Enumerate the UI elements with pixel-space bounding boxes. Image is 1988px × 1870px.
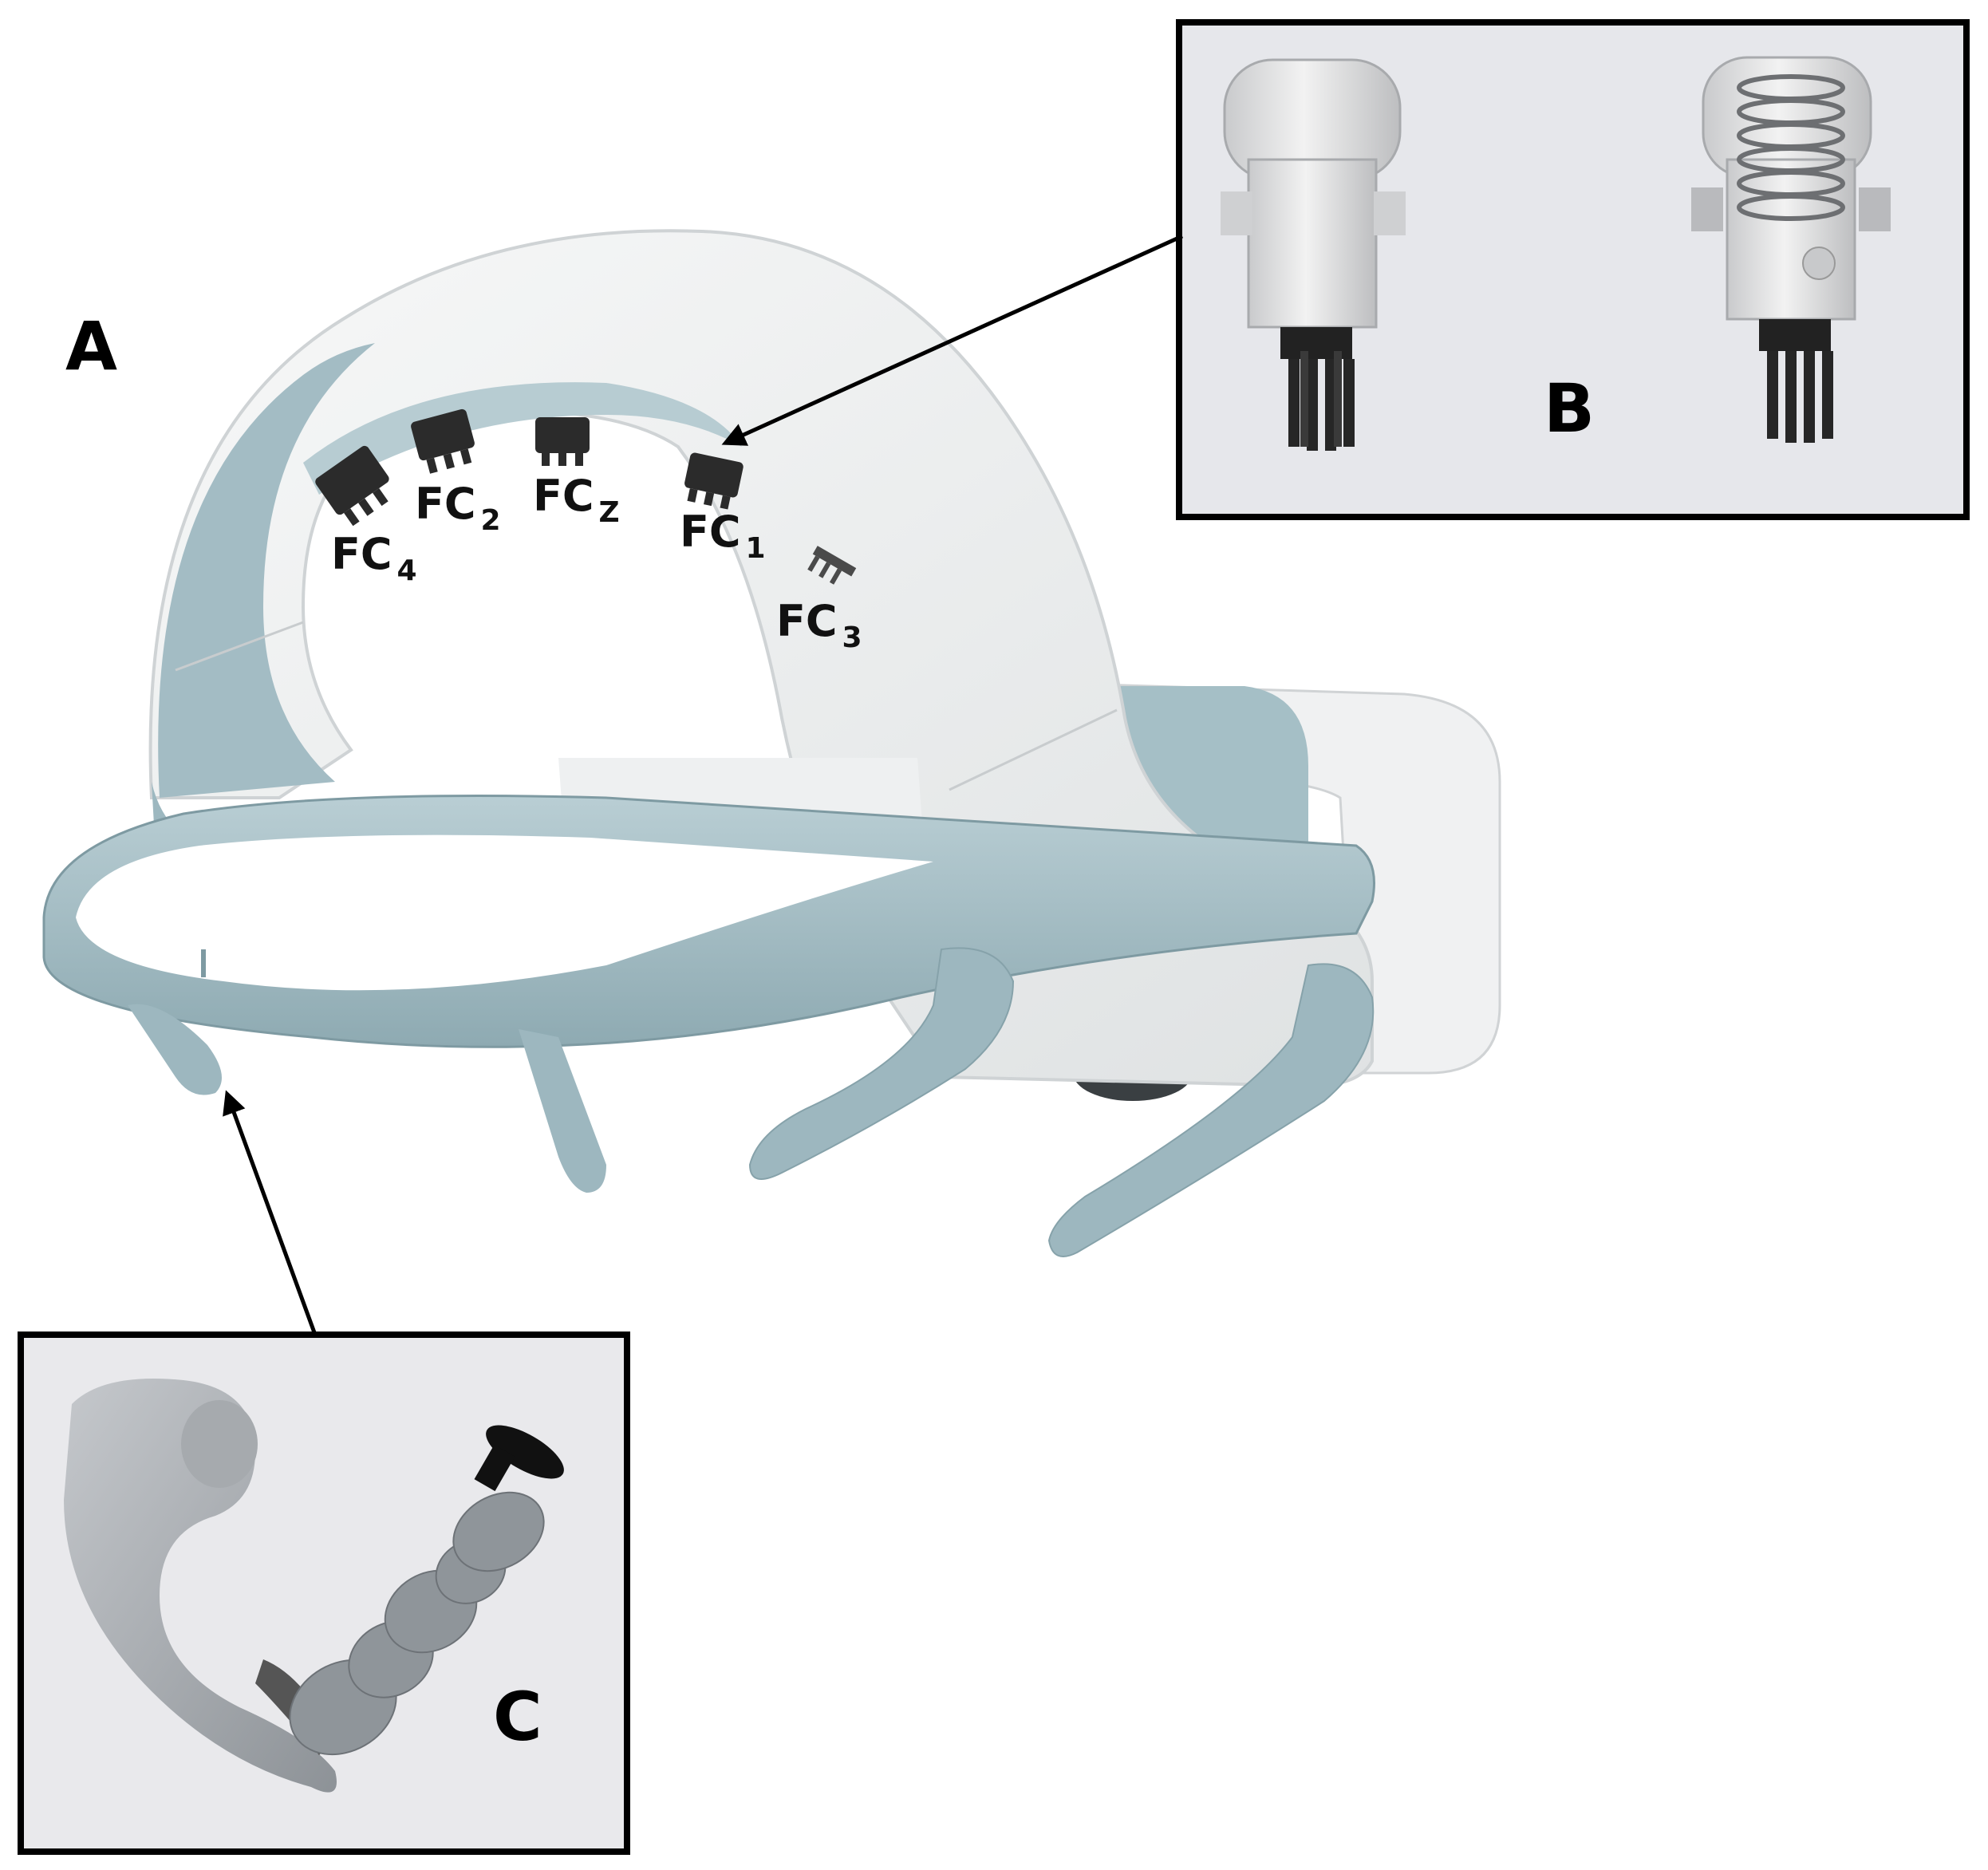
electrode-fc2: [411, 408, 475, 474]
front-prong-left: [519, 1029, 606, 1193]
arch-inner-rim: [158, 343, 375, 798]
panel-b: [1176, 19, 1970, 520]
electrode-fc1: [684, 452, 744, 510]
panel-label-a: A: [65, 307, 118, 385]
arch-inner-edge: [303, 382, 742, 495]
head-band-cutout: [76, 834, 933, 991]
electrode-fcz: [535, 417, 590, 466]
panel-label-b: B: [1544, 369, 1596, 448]
front-left-tab: [128, 1004, 222, 1095]
electrode-holder-cutaway: [1691, 56, 1891, 443]
front-prong-center: [748, 947, 1015, 1180]
arrow-to-panel-c: [223, 1090, 318, 1335]
electrode-holder-exterior: [1221, 58, 1406, 451]
panel-c: [18, 1331, 630, 1855]
clip-bellows: [289, 1491, 545, 1756]
spring-coil: [1737, 74, 1845, 221]
clip-arm: [64, 1379, 337, 1793]
front-prong-right: [1047, 963, 1375, 1257]
clip-screw: [474, 1425, 564, 1492]
electrode-fc4: [315, 445, 389, 527]
headset-illustration: UH: [42, 229, 1501, 1257]
panel-label-c: C: [493, 1678, 542, 1756]
shell-seam-left: [175, 621, 304, 672]
shell-seam: [949, 708, 1118, 791]
electrode-fc3: [807, 546, 857, 585]
clip-arm-knob: [181, 1400, 258, 1488]
arrow-to-panel-b: [721, 234, 1184, 446]
